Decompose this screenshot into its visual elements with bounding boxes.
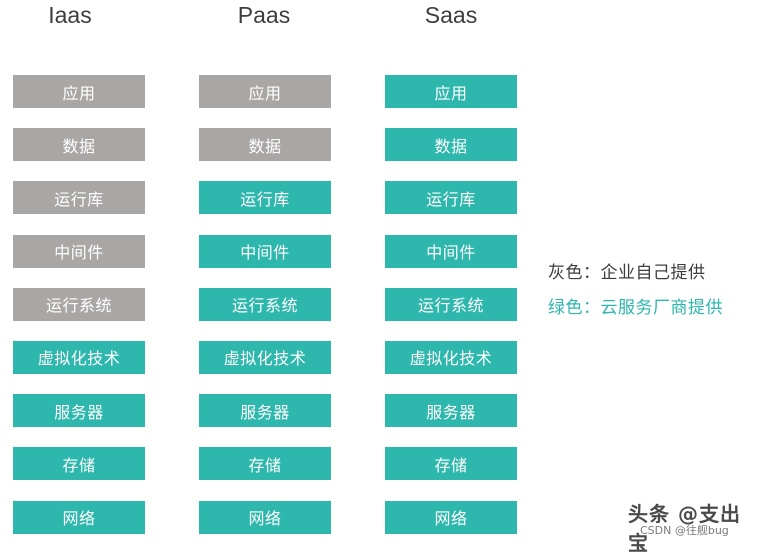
layer-block: 数据 (199, 128, 331, 162)
legend-green: 绿色：云服务厂商提供 (548, 298, 723, 318)
layer-block: 服务器 (385, 394, 517, 428)
layer-block: 虚拟化技术 (13, 340, 145, 374)
layer-block: 运行库 (199, 181, 331, 215)
layer-block: 运行系统 (13, 287, 145, 321)
layer-block: 虚拟化技术 (199, 340, 331, 374)
layer-block: 存储 (385, 447, 517, 481)
layer-block: 数据 (13, 128, 145, 162)
saas-stack: 应用数据运行库中间件运行系统虚拟化技术服务器存储网络 (385, 75, 517, 554)
layer-block: 中间件 (199, 234, 331, 268)
layer-block: 服务器 (13, 394, 145, 428)
layer-block: 数据 (385, 128, 517, 162)
layer-block: 服务器 (199, 394, 331, 428)
column-title-paas: Paas (237, 2, 291, 28)
column-title-iaas: Iaas (48, 2, 92, 28)
layer-block: 中间件 (385, 234, 517, 268)
layer-block: 中间件 (13, 234, 145, 268)
layer-block: 存储 (13, 447, 145, 481)
iaas-stack: 应用数据运行库中间件运行系统虚拟化技术服务器存储网络 (13, 75, 145, 554)
layer-block: 虚拟化技术 (385, 340, 517, 374)
layer-block: 网络 (385, 500, 517, 534)
layer-block: 运行库 (385, 181, 517, 215)
layer-block: 网络 (199, 500, 331, 534)
layer-block: 网络 (13, 500, 145, 534)
paas-stack: 应用数据运行库中间件运行系统虚拟化技术服务器存储网络 (199, 75, 331, 554)
layer-block: 应用 (199, 75, 331, 108)
layer-block: 运行系统 (385, 287, 517, 321)
legend-gray: 灰色：企业自己提供 (548, 263, 706, 283)
layer-block: 应用 (13, 75, 145, 108)
layer-block: 存储 (199, 447, 331, 481)
layer-block: 运行系统 (199, 287, 331, 321)
layer-block: 应用 (385, 75, 517, 108)
layer-block: 运行库 (13, 181, 145, 215)
column-title-saas: Saas (424, 2, 478, 28)
watermark-sub: CSDN @往舰bug (640, 524, 729, 537)
